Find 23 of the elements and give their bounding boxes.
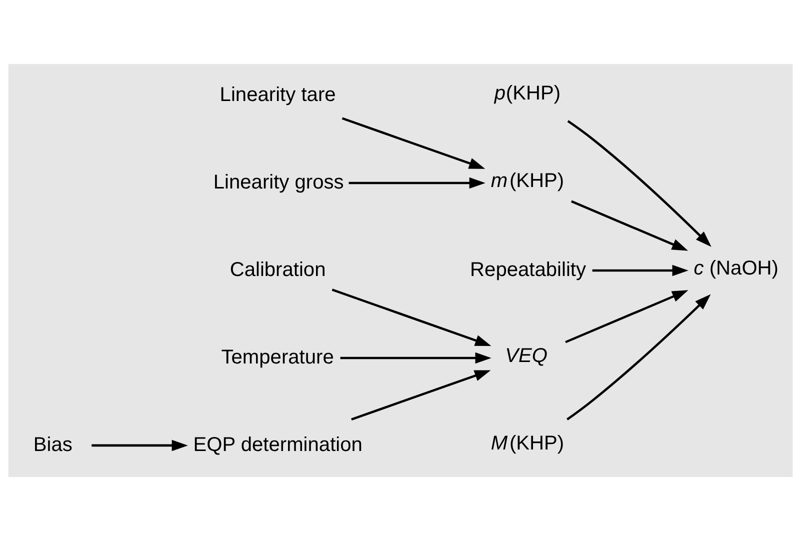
node-text: Repeatability [470, 258, 586, 281]
arrow [570, 200, 688, 251]
arrow [565, 290, 688, 344]
arrow [348, 177, 486, 189]
arrow [567, 120, 712, 247]
arrow [92, 440, 188, 452]
node-text: Temperature [221, 346, 334, 368]
node-text: EQP determination [193, 434, 362, 456]
node-text: Calibration [230, 258, 326, 281]
arrow [566, 294, 711, 420]
node-text: M(KHP) [490, 432, 564, 454]
node-text: p(KHP) [494, 82, 561, 104]
arrow [592, 264, 688, 276]
node-text: m(KHP) [490, 170, 564, 192]
node-text: Linearity tare [220, 84, 336, 106]
arrow [340, 352, 492, 364]
arrow [332, 288, 492, 346]
arrow [342, 117, 486, 169]
node-text: VEQ [505, 344, 548, 367]
arrow [351, 370, 491, 421]
node-text: Linearity gross [213, 171, 344, 194]
node-text: Bias [33, 434, 72, 456]
node-text: c (NaOH) [694, 257, 778, 280]
